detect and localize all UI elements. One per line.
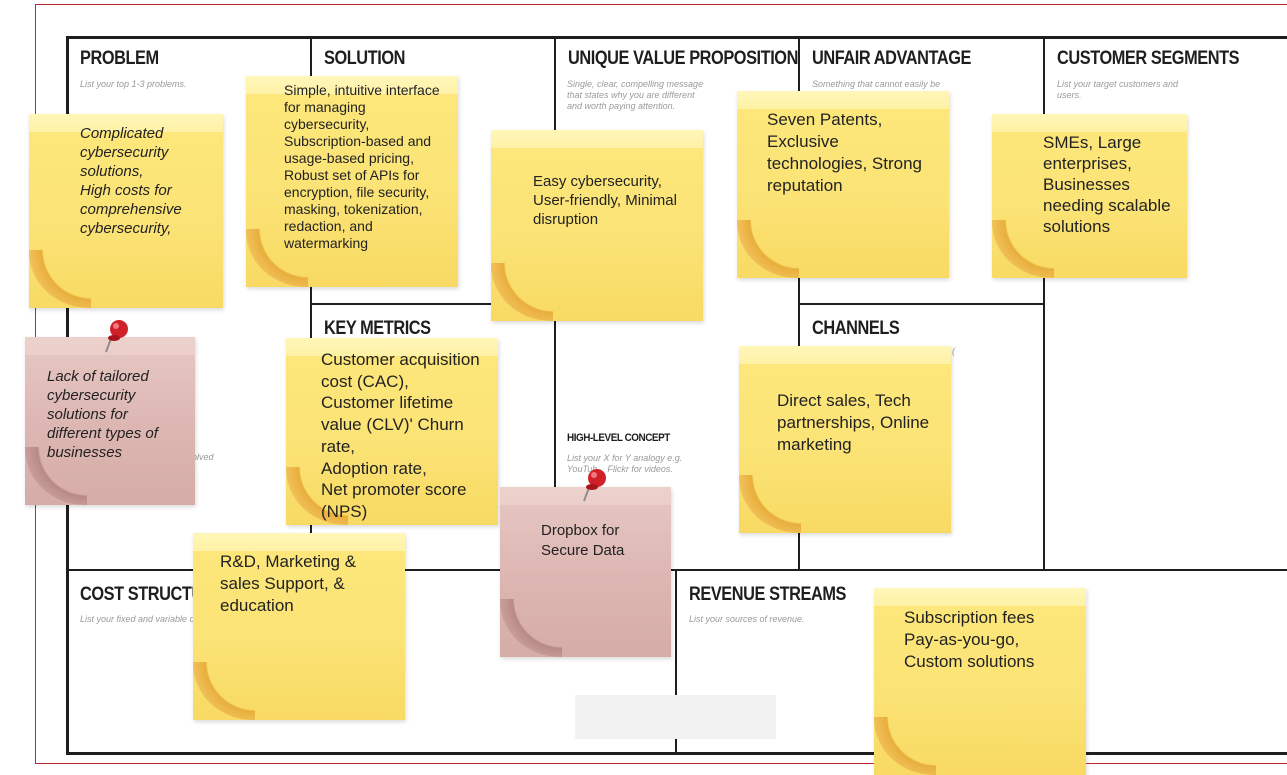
grid-line <box>675 570 677 755</box>
page-curl <box>737 220 799 278</box>
note-text: R&D, Marketing & sales Support, & educat… <box>220 552 357 615</box>
uvp-title: UNIQUE VALUE PROPOSITION <box>568 48 798 69</box>
cost-structure-hint: List your fixed and variable co <box>80 614 200 624</box>
page-curl <box>491 263 553 321</box>
page-curl <box>193 662 255 720</box>
high-level-concept-hint: List your X for Y analogy e.g. YouTub Fl… <box>567 453 683 474</box>
note-text: Lack of tailored cybersecurity solutions… <box>47 368 158 461</box>
problem-hint: List your top 1-3 problems. <box>80 79 187 89</box>
sticky-note-key-metrics[interactable]: Customer acquisition cost (CAC), Custome… <box>286 338 498 525</box>
sticky-note-problem[interactable]: Complicated cybersecurity solutions, Hig… <box>29 114 223 308</box>
note-text: Dropbox for Secure Data <box>541 522 625 559</box>
page-curl <box>29 250 91 308</box>
grid-line <box>310 303 555 305</box>
sticky-note-cost-structure[interactable]: R&D, Marketing & sales Support, & educat… <box>193 533 405 720</box>
pushpin-icon <box>583 469 606 502</box>
note-text: Complicated cybersecurity solutions, Hig… <box>80 125 182 237</box>
note-text: Easy cybersecurity, User-friendly, Minim… <box>533 173 677 228</box>
unfair-advantage-hint: Something that cannot easily be <box>812 79 941 89</box>
customer-segments-hint: List your target customers and users. <box>1057 79 1179 100</box>
pushpin-icon <box>105 320 128 353</box>
sticky-note-revenue-streams[interactable]: Subscription fees Pay-as-you-go, Custom … <box>874 588 1086 775</box>
sticky-note-solution[interactable]: Simple, intuitive interface for managing… <box>246 76 458 287</box>
uvp-hint: Single, clear, compelling message that s… <box>567 79 704 111</box>
channels-hint: ( <box>952 346 955 356</box>
sticky-note-existing-alternatives[interactable]: Lack of tailored cybersecurity solutions… <box>25 337 195 505</box>
sticky-note-unfair-advantage[interactable]: Seven Patents, Exclusive technologies, S… <box>737 91 949 278</box>
problem-hint-tail: olved <box>192 452 214 462</box>
note-text: SMEs, Large enterprises, Businesses need… <box>1043 133 1171 236</box>
empty-placeholder-box <box>575 695 776 739</box>
page-curl <box>874 717 936 775</box>
cost-structure-title: COST STRUCTU <box>80 584 203 605</box>
sticky-note-customer-segments[interactable]: SMEs, Large enterprises, Businesses need… <box>992 114 1187 278</box>
customer-segments-title: CUSTOMER SEGMENTS <box>1057 48 1240 69</box>
note-text: Subscription fees Pay-as-you-go, Custom … <box>904 608 1035 671</box>
note-text: Simple, intuitive interface for managing… <box>284 82 440 251</box>
revenue-streams-title: REVENUE STREAMS <box>689 584 846 605</box>
sticky-note-uvp[interactable]: Easy cybersecurity, User-friendly, Minim… <box>491 130 703 321</box>
channels-title: CHANNELS <box>812 318 900 339</box>
solution-title: SOLUTION <box>324 48 405 69</box>
page-curl <box>500 599 562 657</box>
grid-line <box>798 303 1044 305</box>
unfair-advantage-title: UNFAIR ADVANTAGE <box>812 48 971 69</box>
revenue-streams-hint: List your sources of revenue. <box>689 614 805 624</box>
high-level-concept-title: HIGH-LEVEL CONCEPT <box>567 432 670 444</box>
note-text: Direct sales, Tech partnerships, Online … <box>777 391 930 454</box>
problem-title: PROBLEM <box>80 48 159 69</box>
sticky-note-channels[interactable]: Direct sales, Tech partnerships, Online … <box>739 346 951 533</box>
sticky-note-high-level-concept[interactable]: Dropbox for Secure Data <box>500 487 671 657</box>
key-metrics-title: KEY METRICS <box>324 318 431 339</box>
note-text: Customer acquisition cost (CAC), Custome… <box>321 350 480 521</box>
grid-line <box>66 569 1287 571</box>
page-curl <box>739 475 801 533</box>
note-text: Seven Patents, Exclusive technologies, S… <box>767 110 922 195</box>
grid-line <box>1043 36 1045 571</box>
